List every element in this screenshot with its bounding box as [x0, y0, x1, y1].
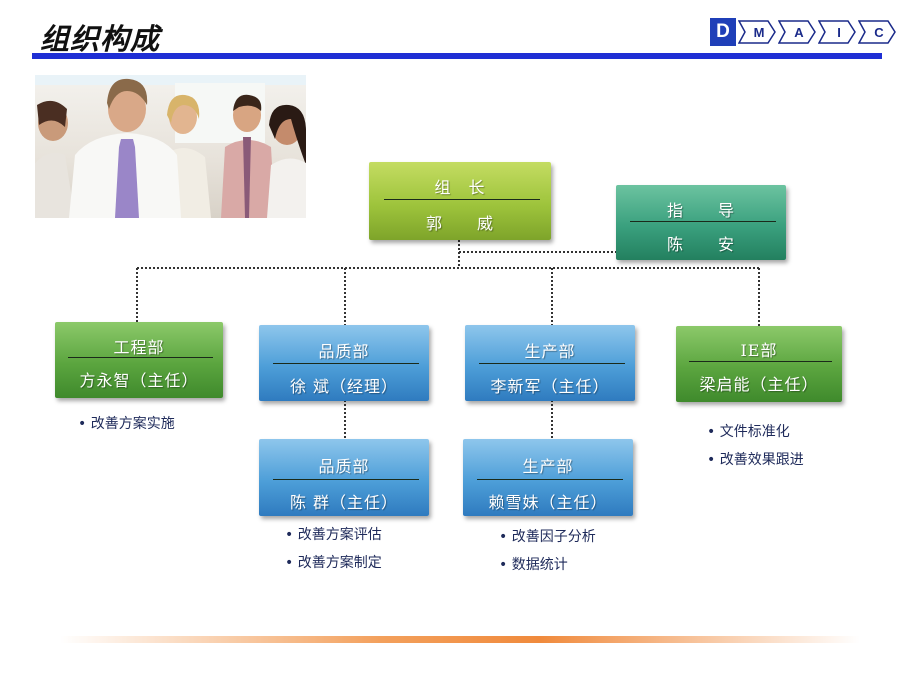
dept-name: IE部: [740, 341, 778, 360]
note-item: 改善因子分析: [499, 523, 596, 551]
logo-c: C: [858, 20, 896, 44]
footer-accent-line: [60, 636, 860, 643]
note-item: 改善方案实施: [78, 410, 175, 438]
dept-name: 品质部: [318, 342, 370, 361]
dept-box-engineering: 工程部 方永智（主任）: [55, 322, 223, 398]
dept-box-production: 生产部 李新军（主任）: [465, 325, 635, 401]
dept-person: 梁启能（主任）: [699, 375, 819, 394]
leader-box: 组 长 郭 威: [369, 162, 551, 240]
dept-person: 徐 斌（经理）: [289, 377, 399, 396]
logo-m: M: [738, 20, 776, 44]
divider: [383, 199, 541, 200]
divider: [689, 361, 833, 362]
page-title: 组织构成: [40, 22, 161, 56]
note-item: 改善效果跟进: [707, 446, 804, 474]
dept-person: 方永智（主任）: [79, 371, 199, 390]
advisor-box: 指 导 陈 安: [616, 185, 786, 260]
dept-name: 生产部: [524, 342, 576, 361]
sub-box-production: 生产部 赖雪妹（主任）: [463, 439, 633, 516]
notes-production-sub: 改善因子分析 数据统计: [499, 523, 596, 579]
logo-i: I: [818, 20, 856, 44]
dept-name: 生产部: [522, 457, 574, 476]
divider: [629, 221, 776, 222]
logo-d: D: [710, 18, 736, 46]
notes-engineering: 改善方案实施: [78, 410, 175, 438]
divider: [478, 363, 625, 364]
note-item: 文件标准化: [707, 418, 804, 446]
dept-name: 工程部: [113, 338, 165, 357]
divider: [68, 357, 213, 358]
note-item: 改善方案评估: [285, 521, 382, 549]
team-photo: [35, 75, 306, 218]
divider: [272, 363, 419, 364]
leader-name: 郭 威: [425, 214, 494, 233]
dept-name: 品质部: [318, 457, 370, 476]
advisor-role: 指 导: [666, 201, 735, 220]
notes-quality-sub: 改善方案评估 改善方案制定: [285, 521, 382, 577]
logo-a: A: [778, 20, 816, 44]
divider: [272, 479, 419, 480]
dept-box-quality: 品质部 徐 斌（经理）: [259, 325, 429, 401]
dept-person: 陈 群（主任）: [289, 493, 399, 512]
dept-box-ie: IE部 梁启能（主任）: [676, 326, 842, 402]
leader-role: 组 长: [434, 178, 486, 197]
sub-box-quality: 品质部 陈 群（主任）: [259, 439, 429, 516]
note-item: 数据统计: [499, 551, 596, 579]
divider: [476, 479, 623, 480]
dmaic-logo: D M A I C: [710, 16, 896, 48]
note-item: 改善方案制定: [285, 549, 382, 577]
header-bar: [32, 53, 882, 59]
dept-person: 赖雪妹（主任）: [488, 493, 608, 512]
notes-ie: 文件标准化 改善效果跟进: [707, 418, 804, 474]
dept-person: 李新军（主任）: [490, 377, 610, 396]
advisor-name: 陈 安: [666, 235, 735, 254]
